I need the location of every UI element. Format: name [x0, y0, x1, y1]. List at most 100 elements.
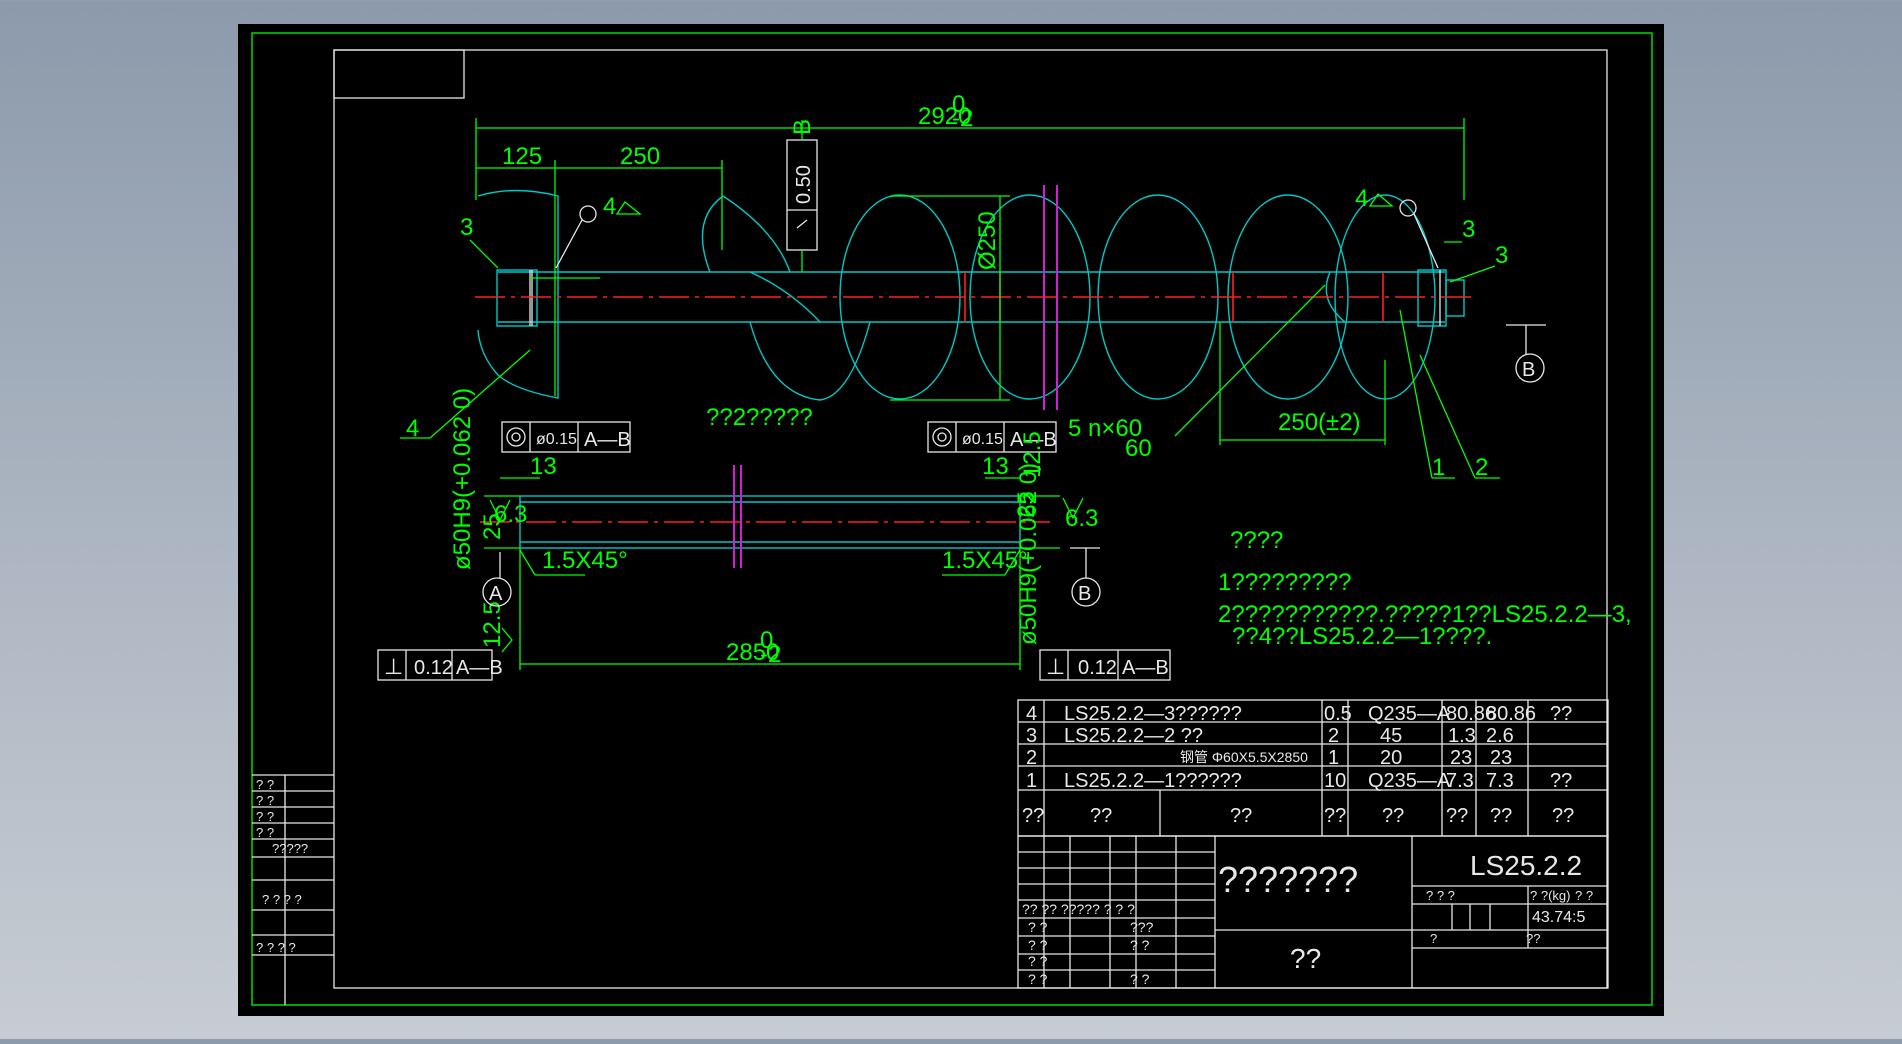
title-block: ?? ?? ????? ? ? ? ? ? ? ? ? ? ? ? ??? ? … — [1017, 835, 1609, 989]
perp-frame-right: ⊥ 0.12 A—B — [1039, 649, 1171, 681]
coax-right-value: ø0.15 — [962, 431, 1003, 448]
side-label-3: ? ? — [256, 809, 274, 824]
bom-row-4-w1: 7.3 — [1446, 770, 1474, 792]
balloon-4: 4 — [406, 415, 419, 442]
coax-left-value: ø0.15 — [536, 431, 577, 448]
bom-row-2-mat: 45 — [1380, 725, 1402, 747]
fit-left: ø50H9(+0.062 0) — [449, 388, 476, 570]
perp-right-datum: A—B — [1122, 657, 1169, 679]
drawing-title: ??????? — [1218, 859, 1358, 900]
side-label-2: ? ? — [256, 793, 274, 808]
bom-row-3-qty: 1 — [1328, 747, 1339, 769]
balloon-3: 3 — [1495, 242, 1508, 269]
dim-pitch: 250(±2) — [1278, 409, 1361, 436]
bom-row-1-qty: 0.5 — [1324, 703, 1352, 725]
rough-e: 25 — [1013, 491, 1040, 518]
rough-c: 12.5 — [479, 601, 506, 648]
bom-row-1-code: LS25.2.2—3?????? — [1064, 703, 1242, 725]
side-block: ? ? ? ? ? ? ? ? ????? ? ? ? ? ? ? ? ? — [252, 774, 334, 1005]
side-label-7: ? ? ? ? — [256, 940, 296, 955]
ratio-label: ? ? — [1575, 888, 1593, 903]
screw-view: 2920 0 -2 125 250 3 3 Ø250 0.50 B 4 — [400, 91, 1546, 481]
dim-overall-tol-low: -2 — [952, 105, 973, 132]
bom-row-4-no: 1 — [1026, 770, 1037, 792]
side-label-4: ? ? — [256, 825, 274, 840]
title-check-2: ? ? — [1130, 937, 1150, 953]
bom-row-2-qty: 2 — [1328, 725, 1339, 747]
dim-250: 250 — [620, 143, 660, 170]
bom-row-2-w2: 2.6 — [1486, 725, 1514, 747]
balloon-1: 1 — [1432, 454, 1445, 481]
bom-row-1-mat: Q235—A — [1368, 703, 1451, 725]
bom-row-3-no: 2 — [1026, 747, 1037, 769]
company-name: ?? — [1290, 943, 1321, 974]
perp-left-value: 0.12 — [414, 657, 453, 679]
coax-left-datum: A—B — [584, 429, 631, 451]
bom-row-3-w2: 23 — [1490, 747, 1512, 769]
note-1: 1????????? — [1218, 569, 1351, 596]
stage-label: ? ? ? — [1426, 888, 1455, 903]
sheets-label: ?? — [1526, 931, 1540, 946]
bom-row-3-code: 钢管 Φ60X5.5X2850 — [1180, 749, 1308, 765]
datum-b-upper: B — [1522, 359, 1535, 381]
bom-row-4-mat: Q235—A — [1368, 770, 1451, 792]
weld-mid: 5 n×60 — [1068, 415, 1142, 442]
datum-b-lower: B — [1078, 583, 1091, 605]
notes-heading: ???? — [1230, 527, 1283, 554]
note-2b: ??4??LS25.2.2—1????. — [1232, 623, 1492, 650]
bom-head-rem: ?? — [1552, 805, 1574, 827]
bom-row-2-w1: 1.3 — [1448, 725, 1476, 747]
bom-row-4-code: LS25.2.2—1?????? — [1064, 770, 1242, 792]
title-approve: ? ? — [1028, 971, 1048, 987]
inner-border — [333, 49, 1608, 989]
bom-head-name: ?? — [1230, 805, 1252, 827]
weight-label: ? ?(kg) — [1530, 888, 1570, 903]
rough-b: 6.3 — [1065, 505, 1098, 532]
note-2: 2???????????.?????1??LS25.2.2—3, — [1218, 601, 1632, 628]
title-rev-row: ?? ?? ????? ? ? ? — [1022, 901, 1135, 917]
bom-row-1-rem: ?? — [1550, 703, 1572, 725]
coax-frame-right: ø0.15 A—B — [927, 421, 1057, 453]
dim-125: 125 — [502, 143, 542, 170]
bom-head-qty: ?? — [1324, 805, 1346, 827]
title-design-2: ??? — [1130, 919, 1154, 935]
technical-notes: ???? 1????????? 2???????????.?????1??LS2… — [1218, 527, 1632, 650]
bom-row-2-no: 3 — [1026, 725, 1037, 747]
side-label-1: ? ? — [256, 777, 274, 792]
perp-left-symbol: ⊥ — [384, 654, 403, 679]
title-process-2: ? ? — [1130, 971, 1150, 987]
dim-tube-tol-up: 0 — [760, 627, 773, 654]
runout-datum: B — [789, 119, 816, 135]
corner-stamp-box — [333, 49, 465, 99]
drawing-number: LS25.2.2 — [1470, 850, 1582, 881]
title-process: ? ? — [1028, 953, 1048, 969]
dim-13-left: 13 — [530, 453, 557, 480]
perp-left-datum: A—B — [456, 657, 503, 679]
coax-right-datum: A—B — [1010, 429, 1057, 451]
side-label-6: ? ? ? ? — [262, 892, 302, 907]
rough-a: 6.3 — [494, 501, 527, 528]
dim-tube-length: 2850 — [726, 639, 779, 666]
bom-head-no: ?? — [1022, 805, 1044, 827]
bom-row-4-rem: ?? — [1550, 770, 1572, 792]
bom-row-1-w2: 80.86 — [1486, 703, 1536, 725]
title-check: ? ? — [1028, 937, 1048, 953]
perp-right-value: 0.12 — [1078, 657, 1117, 679]
bom-row-3-mat: 20 — [1380, 747, 1402, 769]
tube-view: ø0.15 A—B ø0.15 A—B 13 13 ø50H9(+0.062 0… — [377, 388, 1171, 681]
runout-value: 0.50 — [793, 165, 815, 204]
dim-13-right: 13 — [982, 453, 1009, 480]
bom-table: 4 LS25.2.2—3?????? 0.5 Q235—A 80.86 80.8… — [1017, 699, 1609, 837]
bom-head-code: ?? — [1090, 805, 1112, 827]
bom-row-2-code: LS25.2.2—2 ?? — [1064, 725, 1203, 747]
datum-a: A — [489, 583, 503, 605]
dim-dia250: Ø250 — [974, 211, 1001, 270]
rough-f: 12.5 — [1019, 431, 1046, 478]
bom-head-mat: ?? — [1382, 805, 1404, 827]
chamfer-right: 1.5X45° — [942, 547, 1028, 574]
weld-right: 4 — [1355, 185, 1368, 212]
weld-note-label: ??2????? — [706, 404, 813, 431]
outer-border — [251, 32, 1653, 1006]
